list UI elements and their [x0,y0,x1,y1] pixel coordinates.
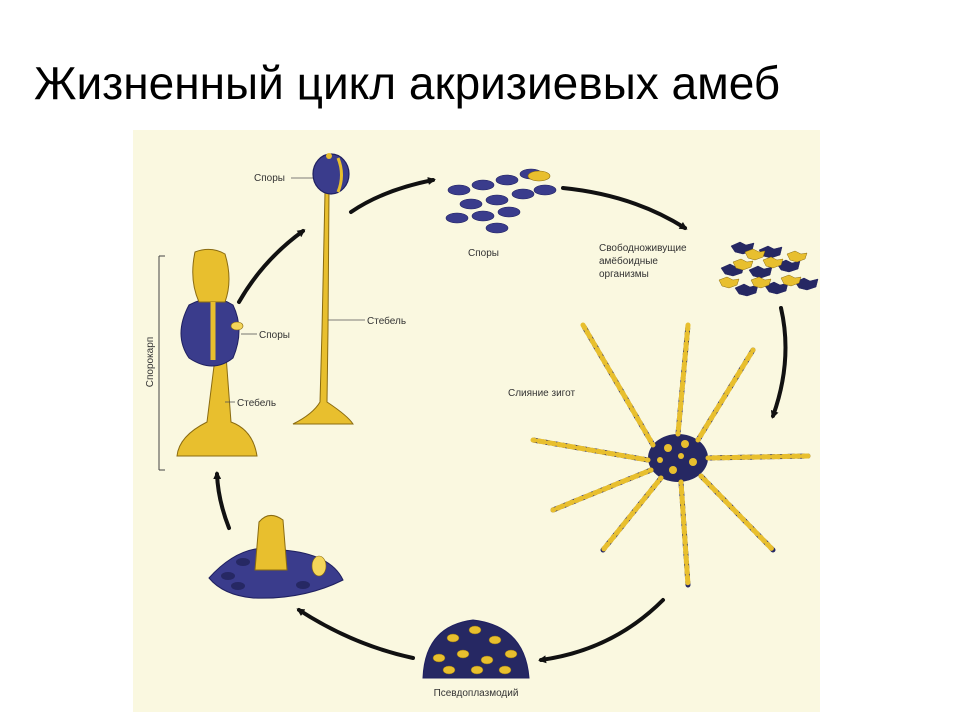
label-pseudoplasmodium: Псевдоплазмодий [434,688,519,699]
diagram-canvas: Споры Стебель Споры Свободноживущие амёб… [133,130,820,712]
pseudoplasmodium-mound [422,619,530,679]
label-spores-group: Споры [468,248,499,259]
amoeba-cluster [718,241,819,297]
label-stalk-left: Стебель [237,397,276,409]
arrow-pseudoplasmodium-to-mound [296,608,415,660]
label-spores-top: Споры [254,173,285,184]
label-free-living-1: Свободноживущие [599,242,687,254]
arrow-stalk-to-spores [349,177,436,214]
label-sporocarp: Спорокарп [145,337,156,387]
slide-title: Жизненный цикл акризиевых амеб [34,57,781,109]
label-free-living-2: амёбоидные [599,255,658,267]
mature-fruiting-body [292,153,354,425]
label-free-living-3: организмы [599,269,649,280]
cycle-arrows [213,177,788,664]
sporocarp-left [176,248,258,457]
label-zygote-fusion: Слияние зигот [508,388,575,399]
arrow-sporocarp-to-stalk [237,229,306,304]
arrow-mound-to-sporocarp [213,471,231,530]
aggregation-streams [530,322,811,588]
diagram-background [133,130,820,712]
aggregation-center [648,434,708,482]
label-spores-left: Споры [259,330,290,341]
arrow-fusion-to-pseudoplasmodium [538,598,665,664]
developing-sporocarp [208,515,344,599]
life-cycle-diagram: Споры Стебель Споры Свободноживущие амёб… [133,130,820,712]
arrow-amoebae-to-fusion [770,306,788,419]
label-stalk-right: Стебель [367,315,406,327]
spore-group [445,168,557,234]
arrow-spores-to-amoebae [561,186,688,230]
